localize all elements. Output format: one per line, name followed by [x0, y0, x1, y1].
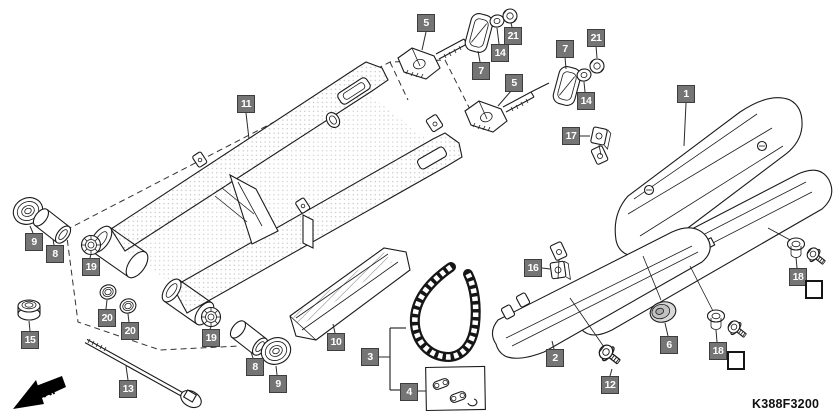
leader-line-16: [541, 267, 551, 270]
callout-14[interactable]: 14: [491, 44, 509, 62]
leader-line-14: [583, 81, 586, 93]
part-bearing-19b: [200, 306, 222, 328]
part-cap-6: [649, 301, 677, 323]
leader-line-7: [564, 56, 567, 70]
part-chain-cover: [590, 97, 803, 257]
part-chain-slider: [289, 247, 411, 341]
part-adjuster-plate-a: [462, 11, 496, 55]
leader-line-1: [683, 102, 687, 147]
part-nut-21a: [502, 8, 518, 24]
callout-12[interactable]: 12: [601, 376, 619, 394]
front-arrow-shaft: [36, 376, 66, 398]
part-bolt-18b: [803, 244, 830, 269]
leader-line-6: [664, 322, 669, 337]
leader-line-19: [209, 326, 212, 330]
callout-1[interactable]: 1: [677, 85, 695, 103]
leader-line-9: [29, 225, 34, 234]
leader-line-21: [510, 22, 513, 28]
front-direction-indicator: FR.: [13, 376, 66, 409]
callout-15[interactable]: 15: [21, 331, 39, 349]
callout-14[interactable]: 14: [577, 92, 595, 110]
empty-ref-box: [727, 351, 745, 370]
callout-17[interactable]: 17: [562, 127, 580, 145]
leader-lines: [28, 22, 798, 392]
callout-19[interactable]: 19: [202, 329, 220, 347]
callout-10[interactable]: 10: [327, 333, 345, 351]
part-washer-20a: [97, 282, 119, 302]
part-swingarm: [89, 61, 463, 326]
callout-21[interactable]: 21: [504, 27, 522, 45]
callout-4[interactable]: 4: [400, 383, 418, 401]
leader-line-18: [715, 329, 718, 343]
leader-line-10: [332, 323, 336, 334]
leader-line-8: [52, 238, 55, 246]
callout-7[interactable]: 7: [472, 62, 490, 80]
callout-16[interactable]: 16: [524, 259, 542, 277]
leader-line-19: [89, 253, 92, 259]
callout-8[interactable]: 8: [246, 358, 264, 376]
diagram-code: K388F3200: [752, 397, 820, 411]
leader-line-8: [250, 351, 254, 359]
fr-label: FR.: [32, 382, 57, 403]
part-master-link-kit: [425, 365, 486, 412]
callout-20[interactable]: 20: [98, 309, 116, 327]
leader-line-15: [28, 320, 31, 332]
part-screw-12: [595, 340, 625, 370]
callout-3[interactable]: 3: [361, 348, 379, 366]
callout-9[interactable]: 9: [269, 375, 287, 393]
leader-line-13: [125, 365, 129, 381]
leader-line-21: [595, 45, 598, 59]
part-chain-adjuster-b: [464, 82, 550, 133]
callout-18[interactable]: 18: [789, 268, 807, 286]
callout-5[interactable]: 5: [505, 74, 523, 92]
part-washer-20b: [117, 296, 139, 316]
leader-line-14: [496, 27, 500, 45]
part-bolt-18a: [724, 317, 751, 342]
callout-20[interactable]: 20: [121, 322, 139, 340]
empty-ref-box: [805, 280, 823, 299]
callout-6[interactable]: 6: [660, 336, 678, 354]
part-drive-chain: [409, 262, 481, 363]
callout-5[interactable]: 5: [417, 14, 435, 32]
leader-line-2: [551, 340, 555, 350]
part-chain-adjuster-a: [397, 38, 468, 80]
callout-2[interactable]: 2: [546, 349, 564, 367]
leader-line-9: [275, 365, 278, 376]
part-chain-case-lower: [491, 227, 711, 359]
part-bearing-19a: [80, 234, 102, 256]
front-arrow-icon: [13, 380, 44, 409]
part-nut-21b: [589, 58, 605, 74]
assembly-lines: [389, 144, 793, 391]
callout-9[interactable]: 9: [25, 233, 43, 251]
leader-line-5: [497, 90, 512, 107]
part-clip-16: [549, 259, 571, 283]
leader-line-18: [795, 256, 798, 269]
part-grommet-18b: [786, 237, 806, 259]
part-lock-nut-15: [17, 299, 41, 321]
callout-18[interactable]: 18: [709, 342, 727, 360]
part-grommet-18a: [706, 309, 726, 331]
callout-8[interactable]: 8: [46, 245, 64, 263]
leader-line-12: [609, 368, 613, 377]
leader-line-7: [477, 50, 481, 63]
leader-line-20: [105, 299, 108, 310]
part-pivot-bolt-13: [84, 338, 202, 409]
callout-7[interactable]: 7: [556, 40, 574, 58]
leader-line-5: [421, 31, 427, 51]
leader-line-20: [127, 313, 130, 323]
leader-line-11: [245, 112, 250, 140]
callout-11[interactable]: 11: [237, 95, 255, 113]
callout-13[interactable]: 13: [119, 380, 137, 398]
callout-19[interactable]: 19: [82, 258, 100, 276]
callout-21[interactable]: 21: [587, 29, 605, 47]
